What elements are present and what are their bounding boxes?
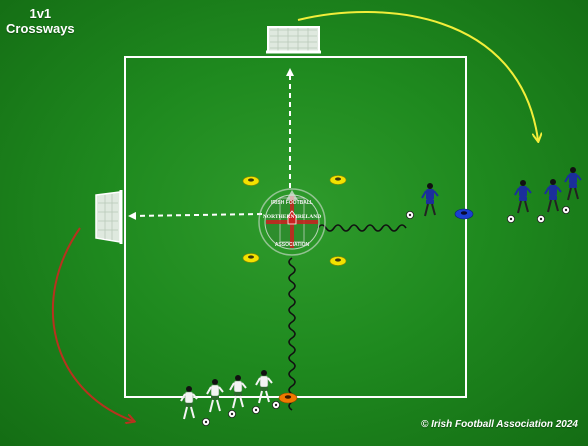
- goal-icon: [95, 190, 123, 244]
- player-icon: [180, 386, 198, 420]
- player-icon: [206, 379, 224, 413]
- football-icon: [405, 210, 414, 219]
- player-icon: [514, 180, 532, 214]
- football-icon: [251, 405, 260, 414]
- drill-title: 1v1 Crossways: [6, 6, 75, 36]
- drill-title-line1: 1v1: [29, 6, 52, 21]
- player-icon: [229, 375, 247, 409]
- player-icon: [564, 167, 582, 201]
- cone-icon: [329, 256, 347, 266]
- player-icon: [421, 183, 439, 217]
- red-rotation-arrow: [51, 227, 133, 421]
- crest-icon: [258, 188, 326, 256]
- football-icon: [271, 400, 280, 409]
- crest-text-top: IRISH FOOTBALL: [271, 200, 313, 206]
- cone-icon: [329, 175, 347, 185]
- football-icon: [537, 214, 546, 223]
- crest-text-bottom: ASSOCIATION: [275, 242, 310, 248]
- goal-icon: [266, 26, 321, 54]
- crest-text-mid: NORTHERN IRELAND: [263, 214, 321, 220]
- cone-icon: [454, 208, 474, 220]
- player-icon: [255, 370, 273, 404]
- dribble-line-right: [317, 224, 407, 232]
- dribble-line-bottom: [288, 257, 296, 411]
- football-icon: [562, 205, 571, 214]
- football-icon: [201, 417, 210, 426]
- cone-icon: [242, 176, 260, 186]
- cone-icon: [242, 253, 260, 263]
- dashed-run-line-left: [128, 211, 263, 220]
- football-icon: [227, 409, 236, 418]
- drill-title-line2: Crossways: [6, 21, 75, 36]
- player-icon: [544, 179, 562, 213]
- cone-icon: [278, 392, 298, 404]
- football-icon: [506, 214, 515, 223]
- yellow-rotation-arrow: [297, 11, 538, 140]
- copyright-notice: © Irish Football Association 2024: [420, 419, 578, 430]
